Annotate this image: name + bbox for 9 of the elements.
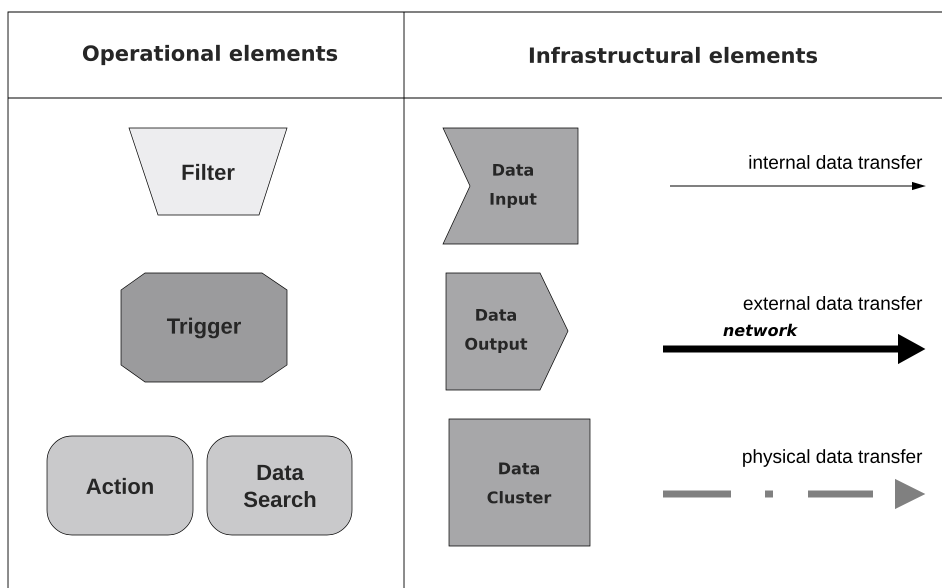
arrow-label: network bbox=[723, 324, 798, 336]
rounded-box: Data Search bbox=[206, 436, 352, 536]
square-box: Data Cluster bbox=[448, 418, 590, 546]
legend-text: physical data transfer bbox=[743, 449, 922, 467]
legend-text: external data transfer bbox=[744, 296, 922, 310]
legend-text: internal data transfer bbox=[749, 155, 922, 169]
column-header: Infrastructural elements bbox=[530, 46, 818, 64]
rounded-box: Action bbox=[46, 436, 194, 536]
column-header: Operational elements bbox=[82, 44, 338, 66]
